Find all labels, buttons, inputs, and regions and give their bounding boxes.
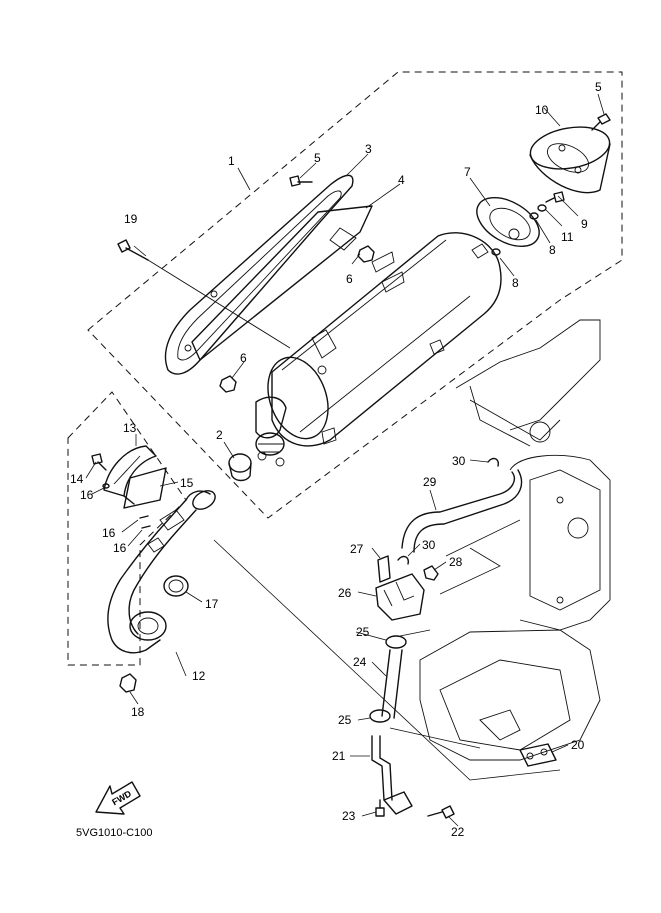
clip-30-upper [487, 457, 500, 467]
heat-protector [164, 174, 354, 375]
callout-1: 1 [228, 154, 235, 168]
callout-11: 11 [561, 230, 574, 244]
gasket-20 [519, 743, 557, 767]
washer-11 [537, 204, 547, 212]
callout-17: 17 [205, 597, 219, 611]
callout-29: 29 [423, 475, 437, 489]
cap-27 [377, 555, 391, 583]
clip-16-c [141, 525, 151, 529]
callout-4: 4 [398, 173, 405, 187]
hose-29 [401, 469, 523, 553]
nut-18 [119, 673, 137, 693]
muffler-inlet-clamp [255, 396, 287, 467]
muffler-body [267, 232, 502, 447]
muffler-cover-10 [529, 126, 611, 194]
callout-8-upper: 8 [549, 243, 556, 257]
protector-bracket [191, 205, 373, 361]
callout-8-lower: 8 [512, 276, 519, 290]
clip-16-b [139, 515, 149, 519]
bolt-22 [427, 805, 455, 819]
reference-lines [213, 519, 561, 781]
hose-24 [381, 649, 403, 719]
heat-plate-15 [123, 467, 167, 509]
callout-28: 28 [449, 555, 463, 569]
callout-27: 27 [350, 542, 364, 556]
bolt-5-left [289, 175, 313, 187]
callout-5-top: 5 [595, 80, 602, 94]
gasket-17 [163, 575, 189, 597]
fwd-arrow: FWD [95, 781, 141, 815]
callout-9: 9 [581, 217, 588, 231]
gasket-2 [228, 453, 252, 482]
callout-3: 3 [365, 142, 372, 156]
screw-14 [91, 453, 107, 471]
fwd-label: FWD [110, 788, 133, 807]
callout-labels: 1 2 3 4 5 5 6 6 7 8 8 9 10 11 12 13 14 1… [70, 80, 602, 839]
clamp-25-lower [369, 709, 391, 723]
callout-10: 10 [535, 103, 549, 117]
callout-14: 14 [70, 472, 84, 486]
leader-lines [85, 93, 605, 827]
exhaust-pipe-group-outline [67, 391, 187, 666]
washer-8-lower [491, 248, 501, 256]
washer-8-upper [529, 212, 539, 220]
callout-30-lower: 30 [422, 538, 436, 552]
callout-20: 20 [571, 738, 585, 752]
callout-25-lower: 25 [338, 713, 352, 727]
end-cap-7 [471, 197, 540, 259]
bolt-5-top [591, 113, 611, 131]
callout-24: 24 [353, 655, 367, 669]
clip-16-a [102, 483, 110, 489]
pipe-protector-13 [103, 445, 157, 505]
bolt-23 [375, 799, 385, 817]
callout-2: 2 [216, 428, 223, 442]
nut-6-lower [219, 375, 237, 393]
callout-12: 12 [192, 669, 206, 683]
pipe-21 [371, 735, 413, 815]
exhaust-pipe [107, 490, 216, 654]
callout-23: 23 [342, 809, 356, 823]
bolt-28 [423, 565, 439, 581]
callout-6-lower: 6 [240, 351, 247, 365]
diagram-code: 5VG1010-C100 [76, 827, 152, 839]
engine-outline [419, 319, 611, 761]
nut-6-upper [357, 245, 375, 263]
callout-25-upper: 25 [356, 625, 370, 639]
clip-30-lower [397, 555, 410, 565]
callout-15: 15 [180, 476, 194, 490]
bolt-19 [117, 239, 291, 349]
callout-16-c: 16 [113, 541, 127, 555]
callout-6-upper: 6 [346, 272, 353, 286]
clamp-25-upper [385, 635, 407, 649]
callout-26: 26 [338, 586, 352, 600]
callout-16-b: 16 [102, 526, 116, 540]
callout-18: 18 [131, 705, 145, 719]
callout-7: 7 [464, 165, 471, 179]
callout-19: 19 [124, 212, 138, 226]
callout-5-left: 5 [314, 151, 321, 165]
callout-30-upper: 30 [452, 454, 466, 468]
callout-22: 22 [451, 825, 465, 839]
bolt-9 [545, 191, 565, 203]
air-cut-valve-26 [375, 573, 425, 621]
callout-21: 21 [332, 749, 346, 763]
callout-16-a: 16 [80, 488, 94, 502]
muffler-assembly-group-outline [87, 71, 623, 519]
callout-13: 13 [123, 421, 137, 435]
